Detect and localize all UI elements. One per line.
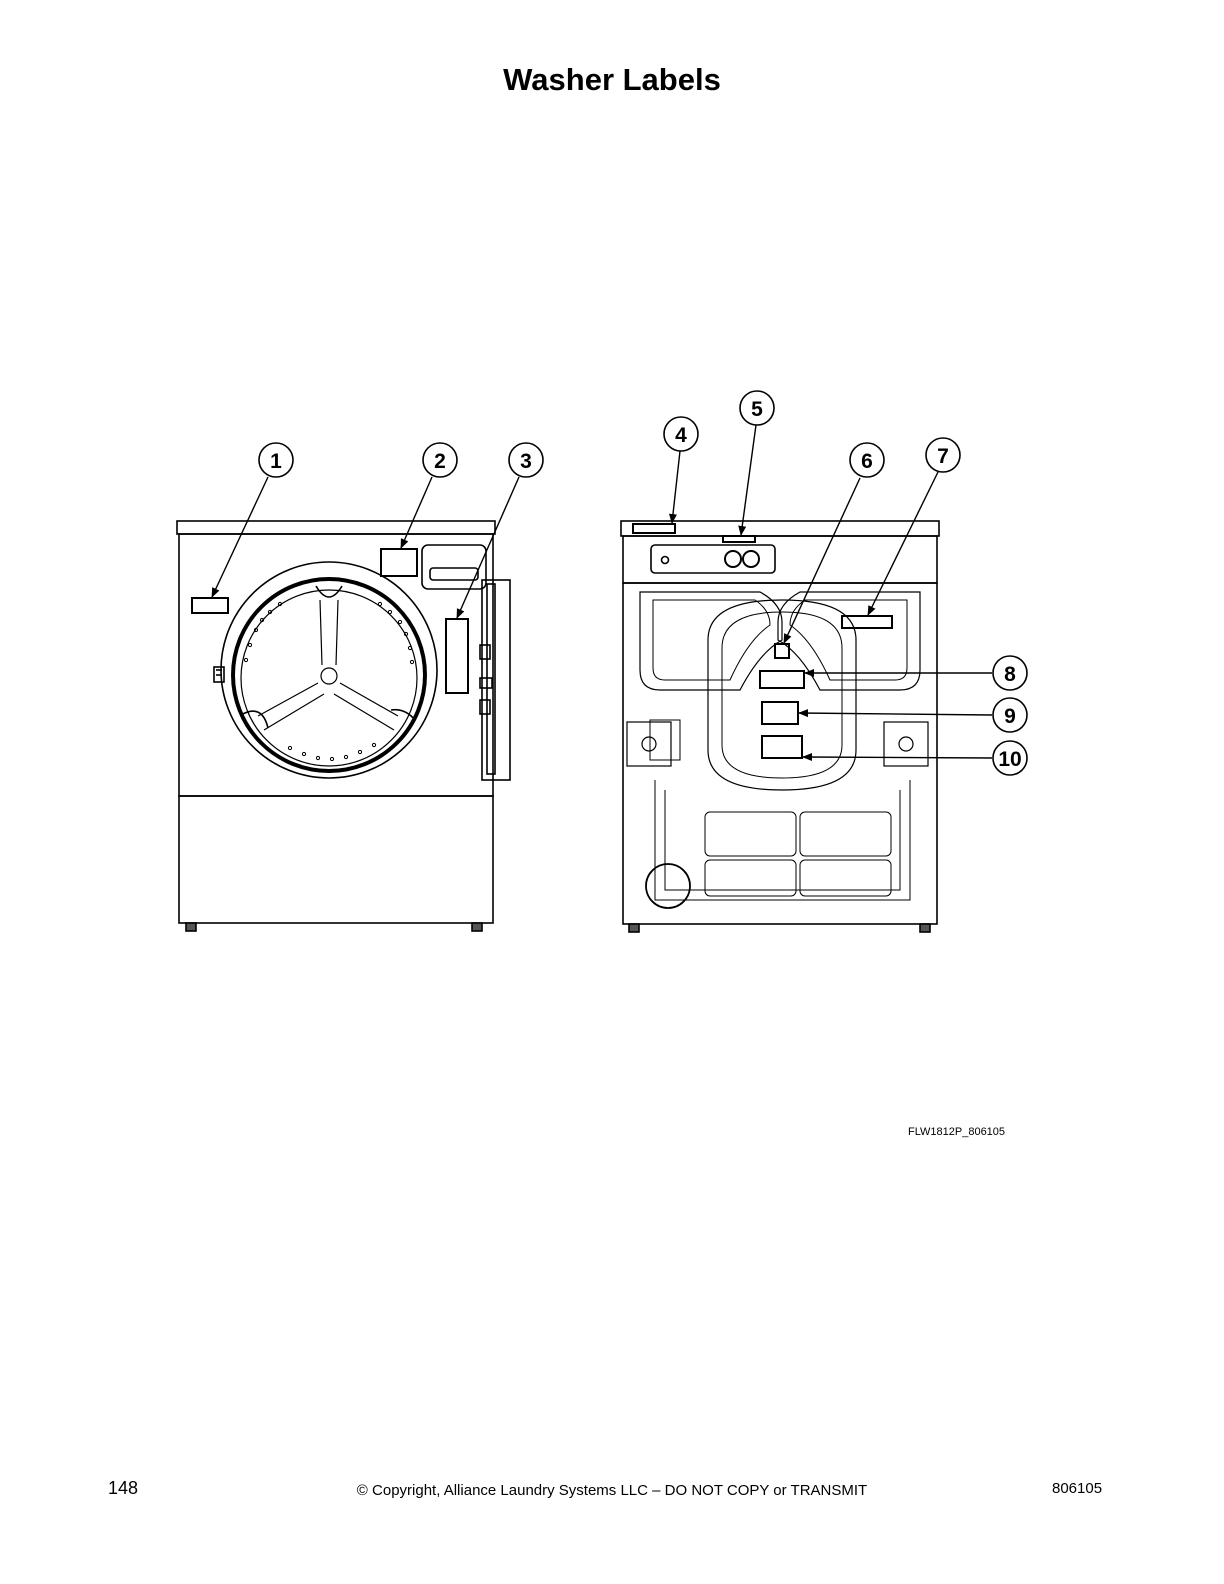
rear-vent-panel-3 [704, 859, 797, 897]
dispenser-handle [429, 567, 479, 581]
label-10 [761, 735, 803, 759]
motor-access-outline [707, 599, 857, 791]
rear-cabinet [622, 582, 938, 925]
water-inlet-left [724, 550, 742, 568]
copyright-notice: © Copyright, Alliance Laundry Systems LL… [356, 1482, 868, 1499]
callout-6-number: 6 [861, 450, 873, 473]
leader-6 [783, 477, 861, 644]
shipping-bracket-left [626, 721, 672, 767]
callout-5: 5 [739, 390, 775, 426]
door-lock [213, 666, 225, 683]
leader-10 [802, 753, 993, 762]
water-inlet-right [742, 550, 760, 568]
callout-2: 2 [422, 442, 458, 478]
front-foot-left [185, 922, 197, 932]
leader-4 [669, 450, 681, 524]
callout-9: 9 [992, 697, 1028, 733]
rear-vent-panel-2 [799, 811, 892, 857]
label-5 [722, 535, 756, 543]
door-hinge-panel [481, 579, 511, 781]
rear-upper-panel [622, 535, 938, 584]
drain-outlet [645, 863, 691, 909]
callout-1: 1 [258, 442, 294, 478]
drum-hub [320, 667, 338, 685]
rear-connection-port [660, 555, 670, 565]
label-8 [759, 670, 805, 689]
washer-rear-view [620, 520, 940, 933]
front-top-panel [176, 520, 496, 535]
callout-8-number: 8 [1004, 663, 1016, 686]
label-2 [380, 548, 418, 577]
door-latch-bottom [479, 699, 491, 715]
callout-4: 4 [663, 416, 699, 452]
detergent-dispenser [421, 544, 487, 590]
rear-foot-right [919, 923, 931, 933]
callout-3: 3 [508, 442, 544, 478]
document-number: 806105 [1052, 1480, 1103, 1497]
shipping-bracket-right [883, 721, 929, 767]
door-outer-ring [220, 561, 438, 779]
label-1 [191, 597, 229, 614]
drum-baffle-left [240, 710, 269, 729]
callout-3-number: 3 [520, 450, 532, 473]
drum-perforations [243, 601, 415, 762]
leader-1 [211, 476, 269, 598]
callout-8: 8 [992, 655, 1028, 691]
drum-baffle-right [390, 708, 416, 721]
door-latch-top [479, 644, 491, 660]
rear-foot-left [628, 923, 640, 933]
rear-panel-emboss-right [777, 591, 921, 691]
leader-3 [456, 476, 520, 619]
callout-1-number: 1 [270, 450, 282, 473]
leader-9 [798, 709, 993, 718]
rear-connection-panel [650, 544, 776, 574]
page-number: 148 [108, 1478, 139, 1498]
label-6 [774, 643, 790, 659]
door-hinge-inner [486, 583, 496, 775]
label-4 [632, 523, 676, 534]
rear-vent-panel-1 [704, 811, 797, 857]
callout-10: 10 [992, 740, 1028, 776]
callout-5-number: 5 [751, 398, 763, 421]
callout-10-number: 10 [998, 748, 1021, 771]
front-foot-right [471, 922, 483, 932]
callout-leaders [211, 424, 993, 762]
callout-7-number: 7 [937, 445, 949, 468]
drum-opening [240, 589, 418, 767]
label-9 [761, 701, 799, 725]
leader-7 [867, 471, 939, 616]
callout-9-number: 9 [1004, 705, 1016, 728]
leader-5 [738, 424, 757, 536]
leader-2 [400, 476, 433, 549]
door-gasket [231, 577, 427, 773]
callout-4-number: 4 [675, 424, 687, 447]
callout-7: 7 [925, 437, 961, 473]
rear-panel-emboss-left [639, 591, 783, 691]
label-7 [841, 615, 893, 629]
rear-vent-panel-4 [799, 859, 892, 897]
figure-id: FLW1812P_806105 [908, 1126, 1006, 1138]
label-3 [445, 618, 469, 694]
front-base-panel [178, 795, 494, 924]
page-title: Washer Labels [503, 62, 721, 97]
drum-baffle-top [315, 585, 343, 598]
callout-2-number: 2 [434, 450, 446, 473]
door-latch-mid [479, 677, 493, 689]
callout-6: 6 [849, 442, 885, 478]
washer-front-view [176, 520, 511, 932]
